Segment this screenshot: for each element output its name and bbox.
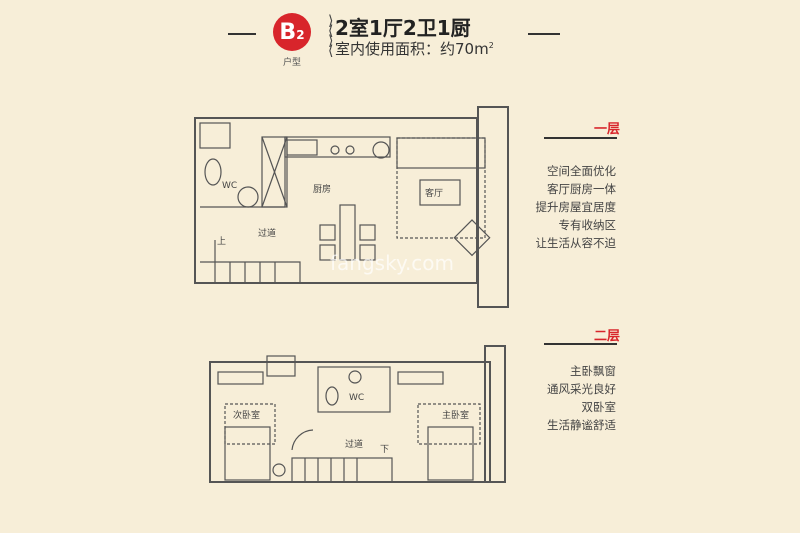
second-bedroom-rug	[224, 403, 276, 445]
unit-type-caption: 户型	[283, 58, 302, 68]
fan-icon	[272, 463, 286, 477]
master-bedroom-rug	[417, 403, 481, 445]
floor2-plan: 次卧室 WC 主卧室 过道 下	[209, 345, 506, 483]
room-label-corridor: 过道	[258, 227, 276, 239]
feature-item: 专有收纳区	[558, 218, 617, 232]
toilet-icon	[325, 386, 339, 406]
room-label-second-bedroom: 次卧室	[233, 409, 260, 421]
floor2-heading: 二层	[593, 329, 620, 344]
dining-table	[339, 204, 356, 261]
wardrobe-icon	[217, 371, 264, 385]
washer-icon	[372, 141, 390, 159]
area-text: 室内使用面积：约70m	[335, 40, 489, 58]
wardrobe-icon	[397, 371, 444, 385]
feature-item: 客厅厨房一体	[547, 182, 616, 196]
floor1-heading: 一层	[593, 122, 620, 137]
room-label-wc: WC	[349, 393, 364, 403]
room-label-kitchen: 厨房	[313, 183, 331, 195]
floor2-rule	[544, 343, 617, 345]
staircase	[291, 457, 393, 483]
bed-icon	[427, 426, 474, 481]
chair-icon	[359, 244, 376, 261]
area-sup: 2	[488, 41, 494, 50]
staircase	[200, 261, 301, 283]
stove-burner-icon	[345, 145, 355, 155]
floor1-rule	[544, 137, 617, 139]
floor1-balcony	[477, 106, 509, 308]
area-label: 室内使用面积：约70m2	[335, 38, 494, 59]
floor1-plan: WC 厨房 客厅 过道 上 fangsky.com	[194, 106, 509, 308]
chair-icon	[319, 244, 336, 261]
wc-room	[317, 366, 391, 413]
armchair-icon	[453, 219, 491, 257]
layout-title: 2室1厅2卫1厨	[335, 16, 471, 40]
cabinet-cross	[261, 136, 288, 208]
storage-cabinet	[261, 136, 288, 208]
feature-item: 双卧室	[581, 400, 617, 414]
room-label-wc: WC	[222, 181, 237, 191]
room-label-living: 客厅	[425, 187, 443, 199]
chair-icon	[359, 224, 376, 241]
sofa-icon	[396, 137, 486, 169]
stairs-down-label: 下	[380, 445, 389, 455]
shower-icon	[237, 186, 259, 208]
toilet-icon	[204, 158, 222, 186]
tv-table	[419, 179, 461, 206]
door-swing	[291, 429, 314, 451]
feature-item: 让生活从容不迫	[535, 236, 617, 250]
wc-window	[199, 122, 231, 149]
chair-icon	[319, 224, 336, 241]
basin-icon	[348, 370, 362, 384]
header-rule-left	[228, 33, 256, 35]
bed-icon	[224, 426, 271, 481]
window-box	[266, 355, 296, 377]
stairs-up-label: 上	[217, 236, 226, 247]
floor2-features: 主卧飘窗 通风采光良好 双卧室 生活静谧舒适	[547, 362, 616, 434]
header-rule-right	[528, 33, 560, 35]
badge-letter: B	[279, 19, 297, 45]
feature-item: 提升房屋宜居度	[535, 200, 617, 214]
floor1-features: 空间全面优化 客厅厨房一体 提升房屋宜居度 专有收纳区 让生活从容不迫	[536, 162, 617, 252]
watermark: fangsky.com	[330, 251, 454, 275]
room-label-master-bedroom: 主卧室	[442, 409, 469, 421]
feature-item: 通风采光良好	[547, 382, 616, 396]
sink-icon	[286, 139, 318, 156]
stove-burner-icon	[330, 145, 340, 155]
feature-item: 主卧飘窗	[570, 364, 616, 378]
badge-number: 2	[296, 28, 305, 42]
living-rug	[396, 137, 486, 239]
room-label-corridor: 过道	[345, 438, 363, 450]
divider-squiggle: ⟩⟨⟩⟨	[328, 13, 334, 59]
feature-item: 空间全面优化	[547, 164, 616, 178]
feature-item: 生活静谧舒适	[547, 418, 616, 432]
floor2-bay-window	[484, 345, 506, 483]
kitchen-counter	[284, 136, 391, 158]
